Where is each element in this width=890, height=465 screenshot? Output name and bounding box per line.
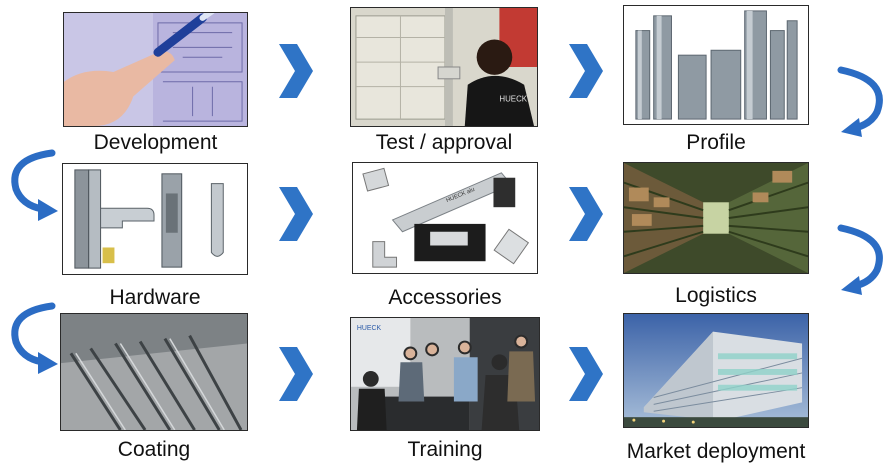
curved-arrow-icon [11, 149, 58, 221]
training-image: HUECK [350, 317, 540, 431]
step-label-profile: Profile [686, 131, 746, 154]
hardware-image [62, 163, 248, 275]
curved-arrow-icon [837, 66, 883, 137]
chevron-right-icon [279, 44, 313, 98]
chevron-right-icon [569, 187, 603, 241]
development-image [63, 12, 248, 127]
step-label-accessories: Accessories [388, 286, 502, 309]
step-label-training: Training [407, 438, 483, 461]
chevron-right-icon [279, 187, 313, 241]
chevron-right-icon [279, 347, 313, 401]
step-label-test-approval: Test / approval [375, 131, 513, 154]
market-deployment-image [623, 313, 809, 428]
test-approval-image: HUECK [350, 7, 538, 127]
logistics-image [623, 162, 809, 274]
step-label-development: Development [93, 131, 218, 154]
hueck-jacket-text: HUECK [499, 94, 527, 103]
profile-image [623, 5, 809, 125]
coating-image [60, 313, 248, 431]
chevron-right-icon [569, 347, 603, 401]
curved-arrow-icon [11, 302, 58, 374]
accessories-image: HUECK alu [352, 162, 538, 274]
step-label-hardware: Hardware [109, 286, 201, 309]
curved-arrow-icon [837, 224, 883, 295]
step-label-coating: Coating [117, 438, 191, 461]
step-label-market-deployment: Market deployment [626, 440, 806, 463]
step-label-logistics: Logistics [675, 284, 757, 307]
training-sign-text: HUECK [357, 325, 382, 332]
chevron-right-icon [569, 44, 603, 98]
